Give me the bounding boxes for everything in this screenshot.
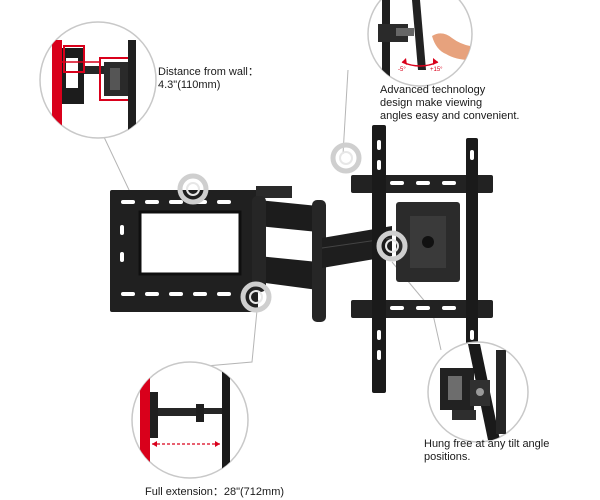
full-extension-label: Full extension：28"(712mm) <box>145 486 284 499</box>
detail-tilt-angle: -5° +15° <box>367 0 473 87</box>
advanced-technology-label: Advanced technology design make viewing … <box>380 84 519 123</box>
tilt-minus-label: -5° <box>398 67 406 73</box>
detail-full-extension <box>131 361 249 479</box>
distance-from-wall-line-2: 4.3"(110mm) <box>158 79 221 91</box>
advanced-technology-line-3: angles easy and convenient. <box>380 110 520 122</box>
highlight-rings <box>177 142 408 313</box>
distance-from-wall-label: Distance from wall： 4.3"(110mm) <box>158 66 259 92</box>
distance-from-wall-line-1: Distance from wall： <box>158 66 259 78</box>
advanced-technology-line-2: design make viewing <box>380 97 483 109</box>
detail-hung-free <box>427 341 529 443</box>
tv-bracket <box>351 125 493 393</box>
hung-free-label: Hung free at any tilt angle positions. <box>424 438 549 464</box>
hung-free-line-1: Hung free at any tilt angle <box>424 438 550 450</box>
tilt-plus-label: +15° <box>430 67 443 73</box>
advanced-technology-line-1: Advanced technology <box>380 84 486 96</box>
detail-distance-from-wall <box>39 21 157 139</box>
hung-free-line-2: positions. <box>424 451 471 463</box>
full-extension-line-1: Full extension：28"(712mm) <box>145 486 285 498</box>
wall-plate <box>110 190 258 312</box>
